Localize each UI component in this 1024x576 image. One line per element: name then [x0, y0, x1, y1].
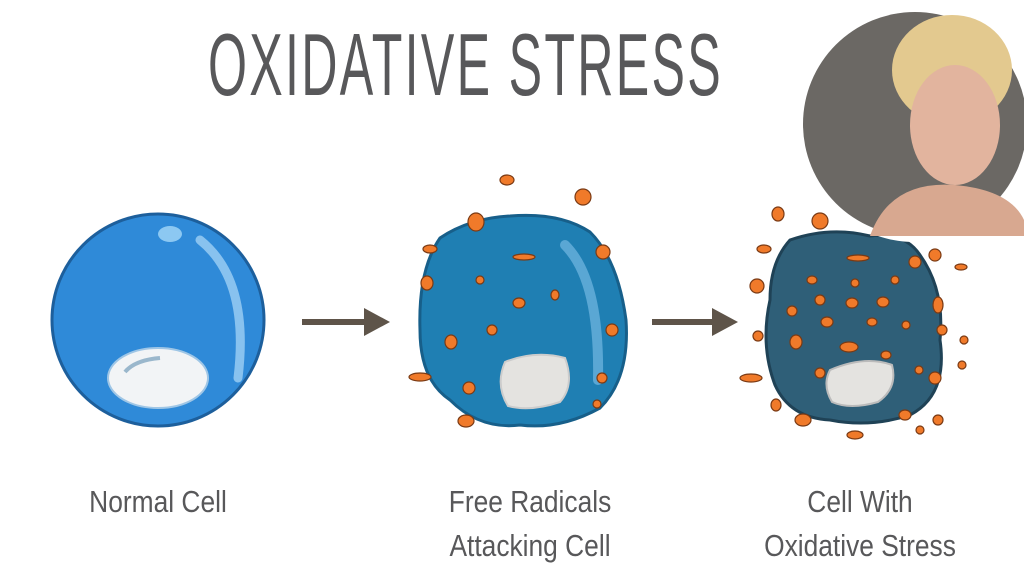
free-radical-dot — [444, 334, 458, 350]
free-radical-dot — [880, 350, 892, 360]
free-radical-dot — [846, 430, 864, 440]
free-radical-dot — [811, 212, 829, 230]
free-radical-dot — [932, 414, 944, 426]
free-radical-dot — [462, 381, 476, 395]
free-radical-dot — [890, 275, 900, 285]
free-radical-dot — [915, 425, 925, 435]
label-line: Oxidative Stress — [764, 528, 956, 563]
label-line: Attacking Cell — [449, 528, 611, 563]
free-radical-dot — [789, 334, 803, 350]
free-radical-dot — [786, 305, 798, 317]
free-radical-dot — [814, 294, 826, 306]
free-radical-dot — [959, 335, 969, 345]
free-radical-dot — [908, 255, 922, 269]
free-radical-dot — [595, 244, 611, 260]
free-radicals — [408, 174, 969, 440]
free-radical-dot — [914, 365, 924, 375]
free-radical-dot — [512, 253, 536, 261]
free-radical-dot — [770, 398, 782, 412]
free-radical-dot — [866, 317, 878, 327]
free-radical-dot — [574, 188, 592, 206]
portrait-photo — [797, 6, 1024, 242]
free-radical-dot — [756, 244, 772, 254]
free-radical-dot — [420, 275, 434, 291]
free-radical-dot — [806, 275, 818, 285]
free-radical-dot — [954, 263, 968, 271]
attacked-cell — [418, 213, 628, 428]
free-radical-dot — [898, 409, 912, 421]
free-radical-dot — [820, 316, 834, 328]
free-radical-dot — [932, 296, 944, 314]
free-radical-dot — [457, 414, 475, 428]
arrow-right-icon — [652, 308, 738, 336]
free-radical-dot — [814, 367, 826, 379]
free-radical-dot — [422, 244, 438, 254]
normal-cell — [50, 212, 266, 428]
label-normal-cell: Normal Cell — [89, 484, 227, 519]
free-radical-dot — [936, 324, 948, 336]
free-radical-dot — [499, 174, 515, 186]
label-line: Cell With — [807, 484, 913, 519]
free-radical-dot — [771, 206, 785, 222]
free-radical-dot — [467, 212, 485, 232]
free-radical-dot — [752, 330, 764, 342]
free-radical-dot — [794, 413, 812, 427]
free-radical-dot — [592, 399, 602, 409]
free-radical-dot — [846, 254, 870, 262]
free-radical-dot — [845, 297, 859, 309]
free-radical-dot — [850, 278, 860, 288]
free-radical-dot — [957, 360, 967, 370]
free-radical-dot — [596, 372, 608, 384]
free-radical-dot — [749, 278, 765, 294]
free-radical-dot — [901, 320, 911, 330]
free-radical-dot — [550, 289, 560, 301]
free-radical-dot — [928, 371, 942, 385]
free-radical-dot — [739, 373, 763, 383]
arrow-right-icon — [302, 308, 390, 336]
free-radical-dot — [475, 275, 485, 285]
free-radical-dot — [512, 297, 526, 309]
label-line: Free Radicals — [448, 484, 612, 519]
free-radical-dot — [876, 296, 890, 308]
free-radical-dot — [408, 372, 432, 382]
free-radical-dot — [486, 324, 498, 336]
free-radical-dot — [839, 341, 859, 353]
free-radical-dot — [605, 323, 619, 337]
free-radical-dot — [928, 248, 942, 262]
page-title: OXIDATIVE STRESS — [208, 15, 723, 114]
label-oxidative-stress: Cell With Oxidative Stress — [758, 480, 962, 568]
label-free-radicals: Free Radicals Attacking Cell — [428, 480, 632, 568]
